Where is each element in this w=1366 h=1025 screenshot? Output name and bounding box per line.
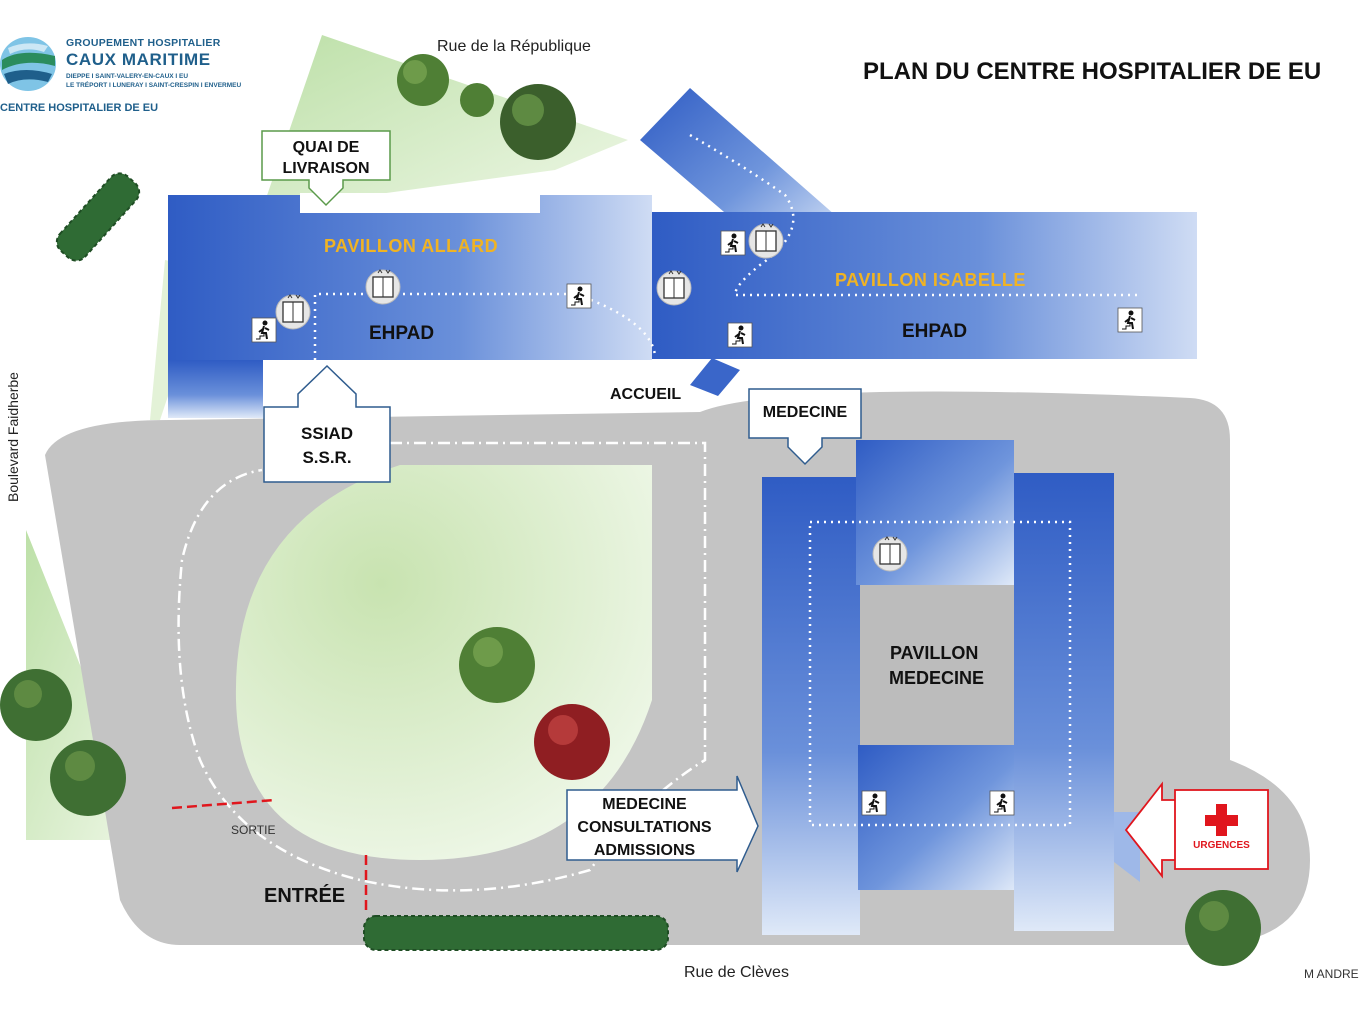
quai-livraison-sign bbox=[261, 130, 391, 207]
stairs-icon bbox=[861, 790, 887, 816]
elevator-icon bbox=[275, 294, 311, 330]
stairs-icon bbox=[251, 317, 277, 343]
hedge-nw-icon bbox=[55, 172, 141, 262]
elevator-icon bbox=[656, 270, 692, 306]
logo-center-name: CENTRE HOSPITALIER DE EU bbox=[0, 102, 159, 114]
quai-label-1: QUAI DE bbox=[292, 139, 360, 156]
pavillon-allard-notch bbox=[300, 193, 540, 213]
pavillon-allard-annex bbox=[168, 360, 263, 418]
ssiad-label: SSIAD bbox=[301, 424, 353, 443]
logo-group-name: GROUPEMENT HOSPITALIER bbox=[66, 37, 221, 49]
tree-icon bbox=[397, 54, 449, 106]
street-south: Rue de Clèves bbox=[684, 964, 789, 981]
ehpad-allard-label: EHPAD bbox=[369, 323, 435, 344]
consult-label-3: ADMISSIONS bbox=[593, 842, 696, 859]
urgences-label: URGENCES bbox=[1193, 840, 1250, 851]
pavillon-allard-building bbox=[168, 195, 652, 360]
stairs-icon bbox=[989, 790, 1015, 816]
page-title: PLAN DU CENTRE HOSPITALIER DE EU bbox=[863, 58, 1322, 85]
medecine-bottom-block bbox=[858, 745, 1016, 890]
pavillon-medecine-label-1: PAVILLON bbox=[890, 643, 979, 663]
accueil-ramp bbox=[690, 358, 740, 396]
ssr-label: S.S.R. bbox=[302, 448, 352, 467]
stairs-icon bbox=[1117, 307, 1143, 333]
tree-icon bbox=[1185, 890, 1261, 966]
stairs-icon bbox=[727, 322, 753, 348]
pavillon-allard-label: PAVILLON ALLARD bbox=[324, 236, 499, 256]
sortie-label: SORTIE bbox=[231, 823, 276, 837]
red-cross-icon bbox=[1205, 804, 1238, 836]
consult-label-1: MEDECINE bbox=[602, 796, 687, 813]
elevator-icon bbox=[365, 269, 401, 305]
pavillon-isabelle-label: PAVILLON ISABELLE bbox=[835, 270, 1026, 290]
tree-icon bbox=[50, 740, 126, 816]
logo-sites-line1: DIEPPE I SAINT-VALERY-EN-CAUX I EU bbox=[66, 73, 189, 80]
elevator-icon bbox=[748, 223, 784, 259]
elevator-icon bbox=[872, 536, 908, 572]
tree-red-icon bbox=[534, 704, 610, 780]
entree-label: ENTRÉE bbox=[264, 885, 346, 907]
stairs-icon bbox=[566, 283, 592, 309]
logo-brand: CAUX MARITIME bbox=[66, 50, 211, 69]
tree-icon bbox=[460, 83, 494, 117]
medecine-sign bbox=[748, 388, 862, 466]
medecine-courtyard bbox=[860, 585, 1014, 745]
walking-paths bbox=[313, 133, 1140, 827]
author-credit: M ANDRE bbox=[1304, 967, 1359, 981]
stairs-icon bbox=[720, 230, 746, 256]
accueil-label: ACCUEIL bbox=[610, 386, 682, 403]
medecine-label: MEDECINE bbox=[762, 404, 848, 421]
street-west: Boulevard Faidherbe bbox=[5, 372, 21, 502]
street-north: Rue de la République bbox=[437, 38, 591, 55]
pavillon-medecine-label-2: MEDECINE bbox=[889, 668, 985, 688]
medecine-right-wing bbox=[1014, 473, 1114, 931]
ehpad-isabelle-label: EHPAD bbox=[902, 321, 968, 342]
tree-icon bbox=[500, 84, 576, 160]
logo-wave-icon bbox=[0, 37, 56, 91]
quai-label-2: LIVRAISON bbox=[282, 160, 370, 177]
sortie-line bbox=[171, 798, 276, 810]
ssiad-ssr-sign bbox=[263, 364, 391, 483]
tree-icon bbox=[0, 669, 72, 741]
logo-sites-line2: LE TRÉPORT I LUNERAY I SAINT-CRESPIN I E… bbox=[66, 82, 242, 89]
hedge-south-icon bbox=[363, 915, 669, 951]
consultations-sign bbox=[566, 775, 759, 873]
consult-label-2: CONSULTATIONS bbox=[577, 819, 712, 836]
medecine-left-wing bbox=[762, 477, 860, 935]
traffic-loop bbox=[177, 441, 707, 892]
tree-icon bbox=[459, 627, 535, 703]
